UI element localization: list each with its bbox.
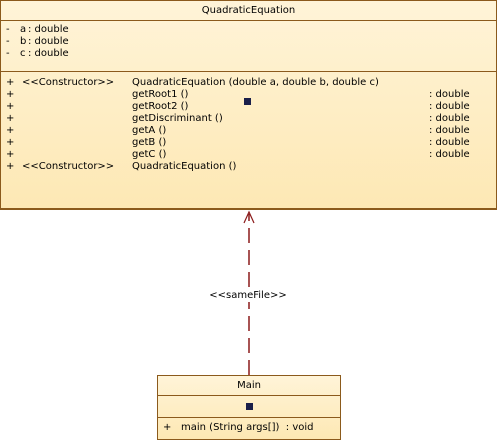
operation-return-type: : double [429,125,470,136]
anchor-handle-icon[interactable] [246,403,253,410]
dependency-stereotype-label: <<sameFile>> [206,290,290,302]
operation-row[interactable]: + <<Constructor>> QuadraticEquation () [1,161,496,173]
operation-return-type: : double [429,149,470,160]
visibility-public: + [6,161,15,172]
class-name: Main [158,376,340,396]
dependency-arrowhead [243,210,255,224]
operations-compartment: + <<Constructor>> QuadraticEquation (dou… [1,72,496,209]
operation-signature: getDiscriminant () [132,113,223,124]
operation-return-type: : double [429,89,470,100]
attribute-type: : double [28,36,69,47]
attribute-row[interactable]: - c : double [1,48,496,60]
visibility-public: + [6,137,15,148]
operation-signature: getC () [132,149,167,160]
operation-row[interactable]: + <<Constructor>> QuadraticEquation (dou… [1,77,496,89]
operation-return-type: : double [429,101,470,112]
operation-row[interactable]: + getC () : double [1,149,496,161]
operation-row[interactable]: + main (String args[]) : void [158,422,340,434]
visibility-private: - [6,36,10,47]
operation-signature: QuadraticEquation (double a, double b, d… [132,77,379,88]
visibility-public: + [6,113,15,124]
visibility-public: + [6,125,15,136]
visibility-public: + [6,89,15,100]
class-quadratic-equation[interactable]: QuadraticEquation - a : double - b : dou… [0,0,497,210]
attributes-compartment: - a : double - b : double - c : double [1,21,496,72]
attribute-type: : double [28,24,69,35]
visibility-public: + [6,77,15,88]
visibility-private: - [6,24,10,35]
visibility-public: + [163,422,172,433]
attributes-compartment [158,396,340,418]
operation-row[interactable]: + getDiscriminant () : double [1,113,496,125]
attribute-name: c [20,48,26,59]
visibility-private: - [6,48,10,59]
operation-return-type: : double [429,113,470,124]
operation-return-type: : void [285,422,314,433]
operation-signature: getA () [132,125,167,136]
operation-row[interactable]: + getRoot1 () : double [1,89,496,101]
attribute-name: b [20,36,27,47]
attribute-row[interactable]: - a : double [1,24,496,36]
operation-signature: getRoot1 () [132,89,189,100]
operations-compartment: + main (String args[]) : void [158,418,340,441]
attribute-row[interactable]: - b : double [1,36,496,48]
visibility-public: + [6,149,15,160]
operation-signature-with-return: main (String args[]) : void [181,422,314,434]
class-main[interactable]: Main + main (String args[]) : void [157,375,341,440]
operation-signature: main (String args[]) [181,422,280,433]
operation-row[interactable]: + getRoot2 () : double [1,101,496,113]
operation-signature: getB () [132,137,167,148]
operation-signature: QuadraticEquation () [132,161,237,172]
operation-stereotype: <<Constructor>> [22,161,115,172]
anchor-handle-icon[interactable] [244,98,251,105]
visibility-public: + [6,101,15,112]
operation-return-type: : double [429,137,470,148]
operation-signature: getRoot2 () [132,101,189,112]
class-name: QuadraticEquation [1,1,496,21]
attribute-name: a [20,24,27,35]
attribute-type: : double [28,48,69,59]
operation-stereotype: <<Constructor>> [22,77,115,88]
operation-row[interactable]: + getB () : double [1,137,496,149]
operation-row[interactable]: + getA () : double [1,125,496,137]
